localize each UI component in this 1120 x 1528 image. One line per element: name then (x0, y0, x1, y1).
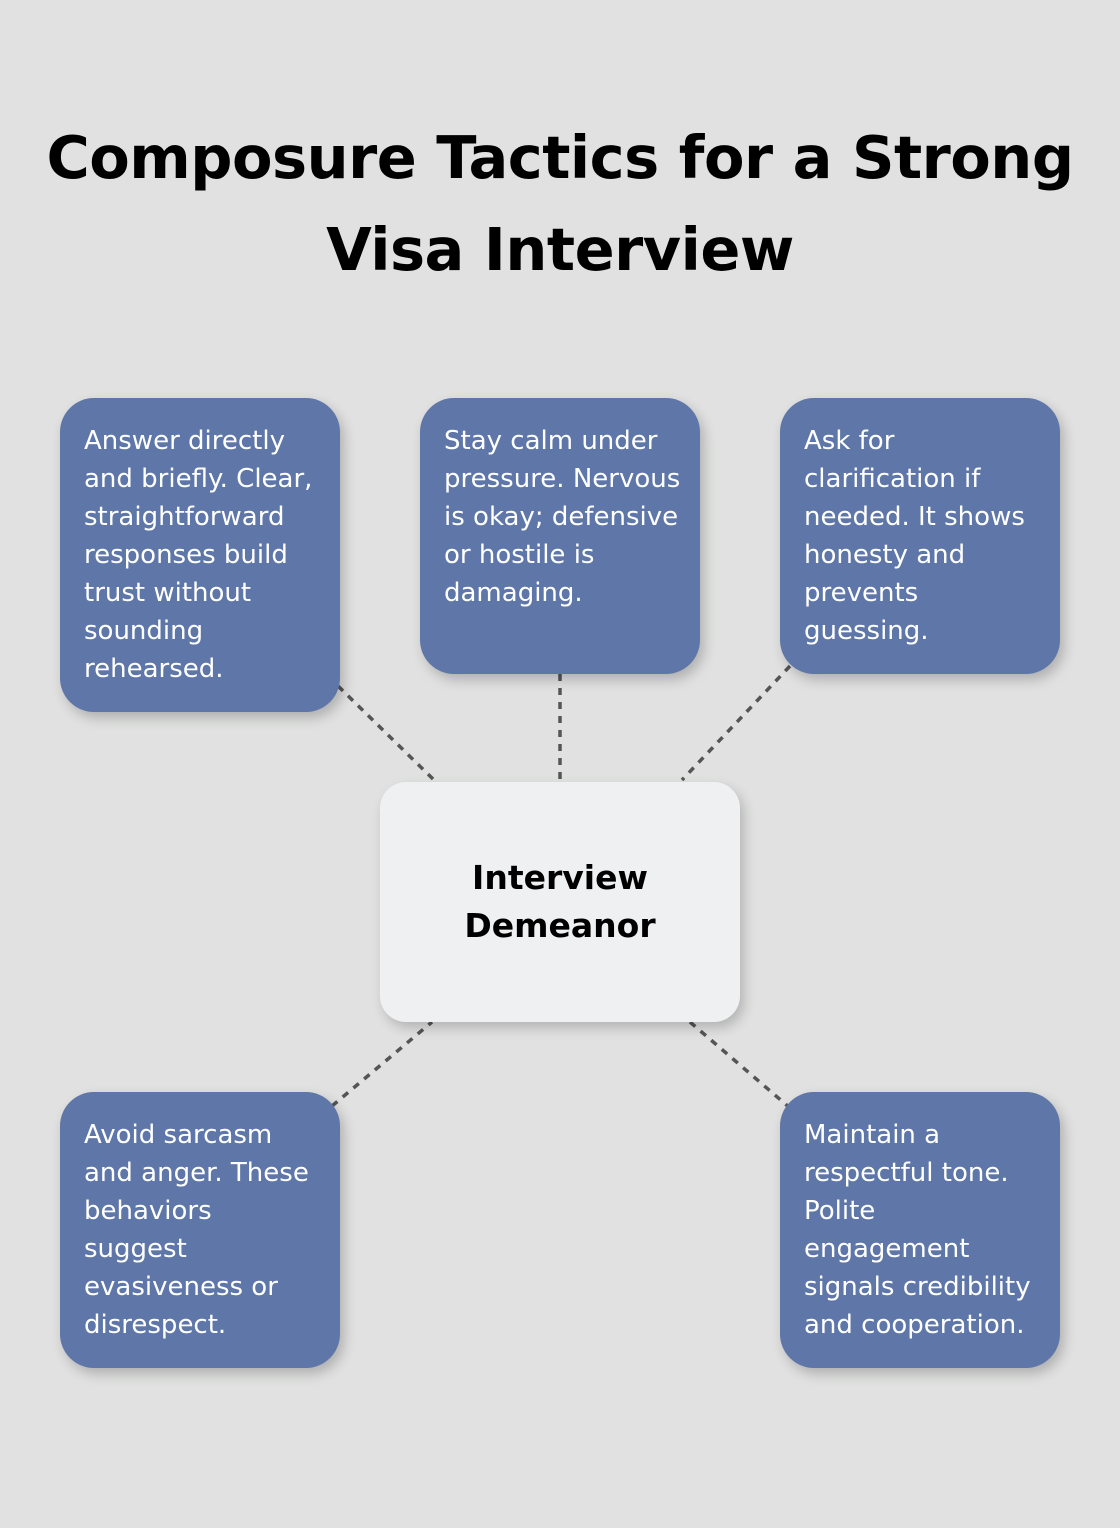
tactic-card-respectful-tone: Maintain a respectful tone. Polite engag… (780, 1092, 1060, 1368)
connector-card-4 (330, 1020, 434, 1108)
tactic-card-text: Stay calm under pressure. Nervous is oka… (444, 426, 681, 608)
tactic-card-avoid-sarcasm: Avoid sarcasm and anger. These behaviors… (60, 1092, 340, 1368)
connector-card-5 (688, 1020, 792, 1110)
center-node: Interview Demeanor (380, 782, 740, 1022)
diagram-title: Composure Tactics for a Strong Visa Inte… (46, 123, 1074, 284)
tactic-card-text: Avoid sarcasm and anger. These behaviors… (84, 1120, 309, 1340)
tactic-card-ask-clarification: Ask for clarification if needed. It show… (780, 398, 1060, 674)
tactic-card-text: Maintain a respectful tone. Polite engag… (804, 1120, 1031, 1340)
tactic-card-text: Answer directly and briefly. Clear, stra… (84, 426, 313, 684)
tactic-card-stay-calm: Stay calm under pressure. Nervous is oka… (420, 398, 700, 674)
center-node-label: Interview Demeanor (464, 858, 656, 945)
connector-card-1 (336, 684, 436, 782)
tactic-card-text: Ask for clarification if needed. It show… (804, 426, 1025, 646)
connector-card-3 (680, 664, 792, 782)
tactic-card-answer-directly: Answer directly and briefly. Clear, stra… (60, 398, 340, 712)
